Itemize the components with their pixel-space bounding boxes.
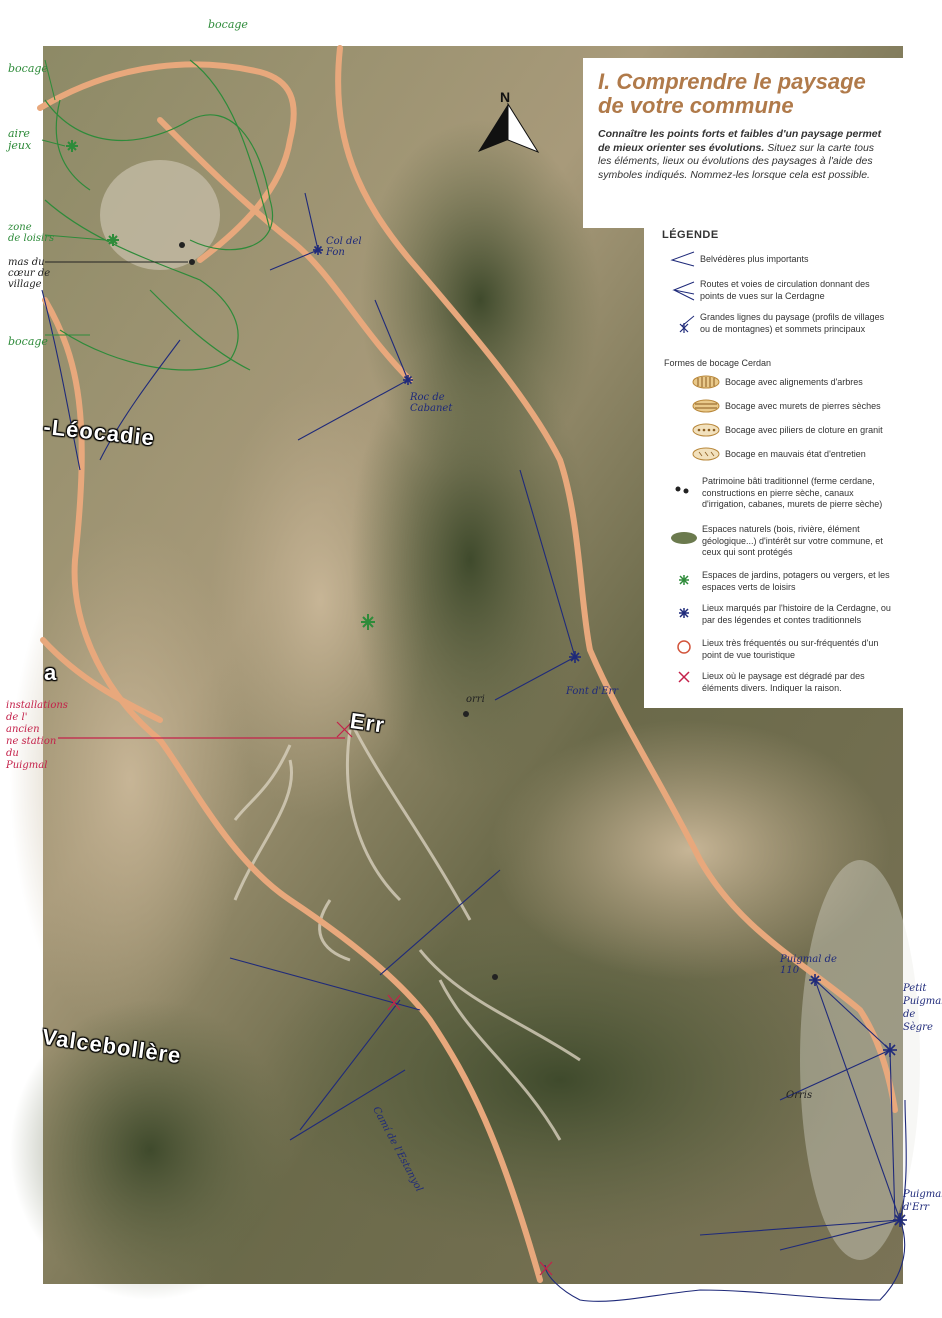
dots-icon xyxy=(675,486,689,494)
legend-item-belvedere: Belvédères plus importants xyxy=(700,254,809,264)
annotation-bocage-top: bocage xyxy=(208,18,248,31)
legend-item-roads: Routes et voies de circulation donnant d… xyxy=(700,279,870,301)
legend-item-degraded: Lieux où le paysage est dégradé par des … xyxy=(702,671,865,693)
annotation-bocage-mid: bocage xyxy=(8,335,48,348)
legend-item-tree-alignment: Bocage avec alignements d'arbres xyxy=(725,377,863,387)
belvedere-line-icon xyxy=(670,251,695,267)
annotation-aire-jeux: aire jeux xyxy=(8,127,32,152)
page-title: I. Comprendre le paysage de votre commun… xyxy=(598,70,918,118)
annotation-roc-cabanet: Roc de Cabanet xyxy=(410,392,453,414)
red-cross-icon xyxy=(678,671,690,683)
green-bocage-outlines xyxy=(44,59,273,371)
annotation-mas: mas du cœur de village xyxy=(8,257,51,290)
landscape-star-icon xyxy=(679,323,689,333)
title-line-1: I. Comprendre le paysage xyxy=(598,69,866,94)
annotation-puigmal-110: Puigmal de 110 xyxy=(780,954,837,976)
blue-stars xyxy=(313,245,907,1227)
legend-item-granite-pillars: Bocage avec piliers de cloture en granit xyxy=(725,425,883,435)
green-star-icon xyxy=(679,575,689,585)
roads xyxy=(37,45,898,1283)
village-built-area xyxy=(100,160,220,270)
intro-rest: Situez sur la carte tous les éléments, l… xyxy=(598,141,875,181)
intro-bold: Connaître les points forts et faibles d'… xyxy=(598,128,882,154)
forest-north xyxy=(360,120,600,480)
legend-symbols xyxy=(670,251,720,683)
legend-item-heritage: Patrimoine bâti traditionnel (ferme cerd… xyxy=(702,476,883,509)
legend-item-landscape-lines: Grandes lignes du paysage (profils de vi… xyxy=(700,312,885,334)
heritage-dots xyxy=(179,242,498,980)
legend-title: LÉGENDE xyxy=(662,229,719,241)
poor-state-icon xyxy=(692,447,720,461)
terrain-light-west xyxy=(10,520,250,1040)
road-lines-icon xyxy=(672,281,695,301)
legend-item-gardens: Espaces de jardins, potagers ou vergers,… xyxy=(702,570,890,592)
north-label: N xyxy=(500,89,510,105)
green-pointer-lines xyxy=(41,59,106,336)
dark-star-icon xyxy=(679,608,689,618)
title-panel xyxy=(583,58,942,228)
green-annotations: bocage bocage bocage xyxy=(8,18,248,348)
green-stars xyxy=(66,140,375,630)
annotation-orris: Orris xyxy=(786,1090,813,1101)
blue-sight-lines xyxy=(41,192,907,1302)
legend-item-history: Lieux marqués par l'histoire de la Cerda… xyxy=(702,603,891,625)
legend-item-poor-state: Bocage en mauvais état d'entretien xyxy=(725,449,866,459)
annotation-puigmal-err: Puigmal d'Err xyxy=(903,1189,942,1213)
granite-pillars-icon xyxy=(692,423,720,437)
annotation-installations: installations de l' ancien ne station du… xyxy=(6,700,68,771)
place-err: Err xyxy=(348,708,387,738)
legend-item-tourist: Lieux très fréquentés ou sur-fréquentés … xyxy=(702,638,879,660)
annotation-font-err: Font d'Err xyxy=(566,686,619,697)
forest-southwest xyxy=(10,1000,290,1300)
red-degradation-marks xyxy=(58,721,553,1276)
annotation-zone-loisirs: zone de loisirs xyxy=(8,222,55,244)
legend-bocage-heading: Formes de bocage Cerdan xyxy=(664,358,772,368)
annotation-orri: orri xyxy=(466,694,485,705)
legend-item-natural-spaces: Espaces naturels (bois, rivière, élément… xyxy=(702,524,883,557)
title-line-2: de votre commune xyxy=(598,93,794,118)
tree-alignment-icon xyxy=(692,375,720,389)
ski-tracks xyxy=(233,719,581,1141)
green-ellipse-icon xyxy=(671,532,697,544)
legend-panel xyxy=(644,228,942,708)
intro-text: Connaître les points forts et faibles d'… xyxy=(598,128,888,182)
annotation-bocage-left: bocage xyxy=(8,62,48,75)
terrain-light-east xyxy=(490,720,890,980)
annotation-petit-puigmal: Petit Puigmal de Sègre xyxy=(903,983,942,1033)
red-circle-icon xyxy=(677,640,691,654)
place-a: a xyxy=(44,660,58,685)
legend-item-dry-stone-wall: Bocage avec murets de pierres sèches xyxy=(725,401,881,411)
snow-patches xyxy=(800,860,920,1260)
north-arrow-icon xyxy=(478,102,540,154)
dry-stone-wall-icon xyxy=(692,399,720,413)
annotation-col-del-fon: Col del Fon xyxy=(326,236,362,258)
